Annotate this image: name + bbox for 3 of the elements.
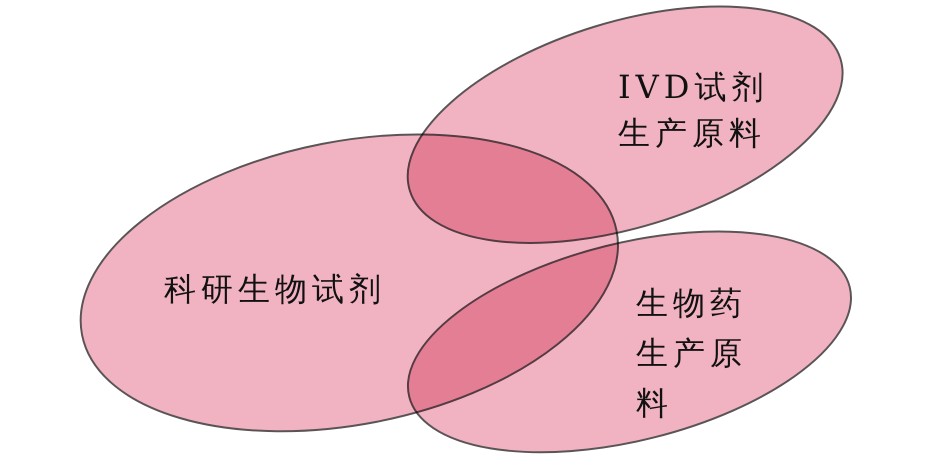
region-label: IVD试剂生产原料 xyxy=(618,66,770,154)
region-label: 科研生物试剂 xyxy=(164,268,387,310)
region-label: 生物药生产原料 xyxy=(636,282,748,424)
